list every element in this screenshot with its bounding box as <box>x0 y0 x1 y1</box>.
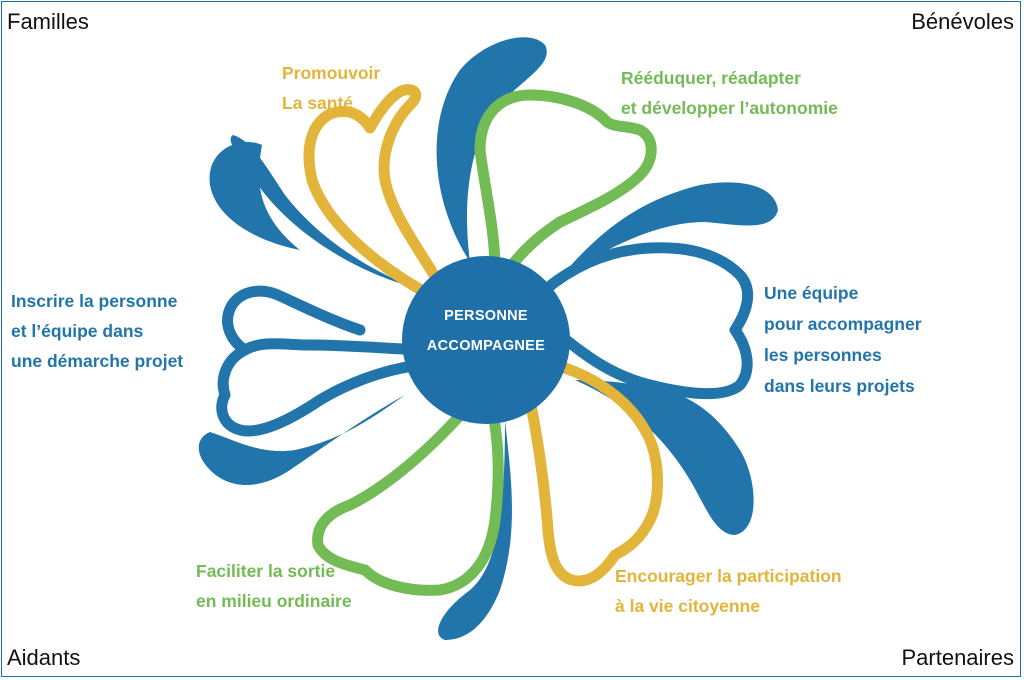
label-reeduquer: Rééduquer, réadapter et développer l’aut… <box>621 63 838 123</box>
drop-right-bottom <box>575 380 754 535</box>
label-equipe: Une équipe pour accompagner les personne… <box>764 278 922 402</box>
label-sortie-line-2: en milieu ordinaire <box>196 591 352 611</box>
center-line-2: ACCOMPAGNEE <box>426 338 546 354</box>
label-equipe-line-2: pour accompagner <box>764 314 922 334</box>
drop-left-bottom <box>198 395 405 485</box>
drop-top-left-bulb <box>209 141 300 250</box>
label-sortie-line-1: Faciliter la sortie <box>196 561 336 581</box>
corner-label-aidants: Aidants <box>7 645 81 670</box>
label-equipe-line-3: les personnes <box>764 345 882 365</box>
petal-promouvoir <box>303 84 446 301</box>
drop-right-top <box>560 182 778 278</box>
corner-label-familles: Familles <box>7 9 89 34</box>
petal-participation <box>524 362 663 587</box>
label-reeduquer-line-1: Rééduquer, réadapter <box>621 68 801 88</box>
label-promouvoir-line-2: La santé <box>282 93 353 113</box>
center-line-1: PERSONNE <box>444 308 528 324</box>
petal-sortie <box>312 394 504 596</box>
label-demarche-line-3: une démarche projet <box>11 351 184 371</box>
label-promouvoir-line-1: Promouvoir <box>282 63 381 83</box>
label-equipe-line-4: dans leurs projets <box>764 376 915 396</box>
label-equipe-line-1: Une équipe <box>764 283 859 303</box>
center-label: PERSONNE ACCOMPAGNEE <box>406 305 566 357</box>
petal-reeduquer <box>474 89 657 281</box>
label-participation: Encourager la participation à la vie cit… <box>615 561 842 621</box>
drop-bottom <box>438 420 512 640</box>
center-circle <box>402 256 570 424</box>
label-demarche: Inscrire la personne et l’équipe dans un… <box>11 286 183 376</box>
label-participation-line-2: à la vie citoyenne <box>615 596 760 616</box>
label-demarche-line-2: et l’équipe dans <box>11 321 144 341</box>
label-reeduquer-line-2: et développer l’autonomie <box>621 98 838 118</box>
corner-label-benevoles: Bénévoles <box>911 9 1014 34</box>
petal-demarche <box>216 285 426 437</box>
label-participation-line-1: Encourager la participation <box>615 566 842 586</box>
drop-top <box>436 37 547 262</box>
corner-label-partenaires: Partenaires <box>901 645 1014 670</box>
petal-equipe <box>539 242 754 400</box>
label-sortie: Faciliter la sortie en milieu ordinaire <box>196 556 352 616</box>
label-promouvoir: Promouvoir La santé <box>282 58 380 118</box>
label-demarche-line-1: Inscrire la personne <box>11 291 178 311</box>
